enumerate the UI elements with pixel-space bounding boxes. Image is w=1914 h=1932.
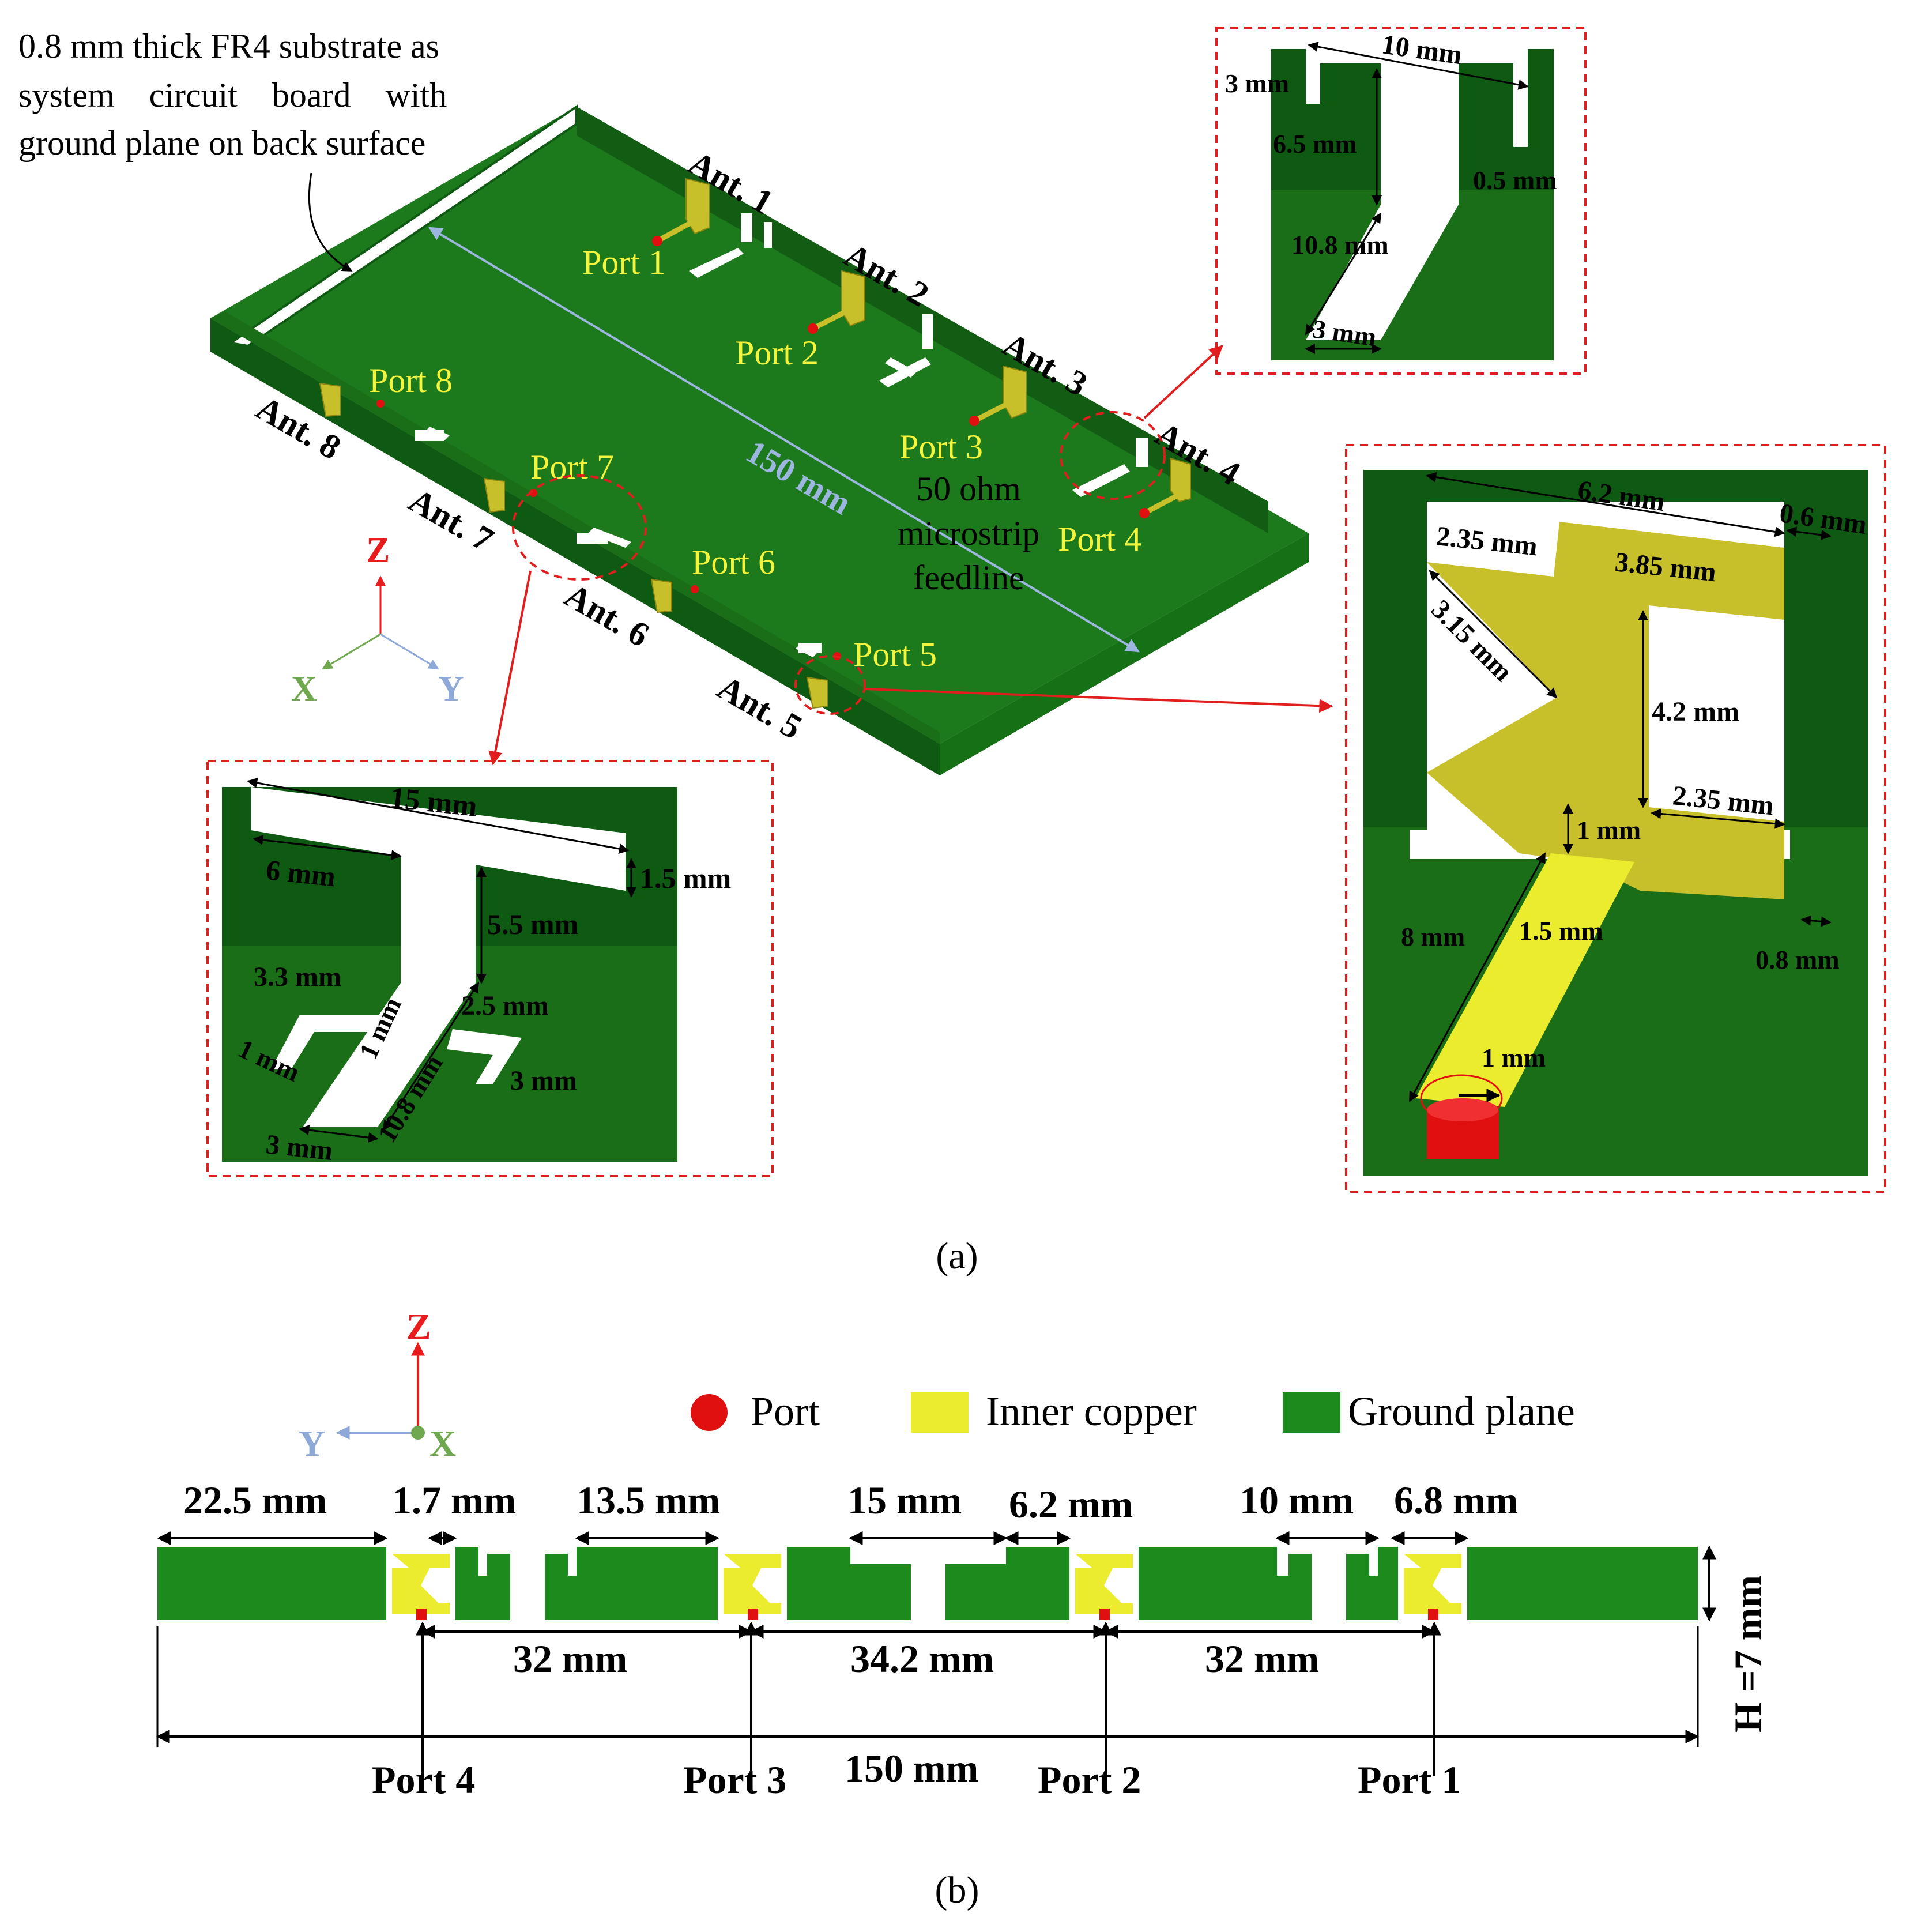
top-dimension-labels: 22.5 mm 1.7 mm 13.5 mm 15 mm 6.2 mm 10 m…: [183, 1478, 1518, 1526]
port-5-label: Port 5: [853, 635, 937, 673]
dim-1-7mm: 1.7 mm: [392, 1478, 516, 1522]
dim-15mm: 15 mm: [847, 1478, 962, 1522]
ant-5-element: [806, 676, 828, 709]
inset-right-dim-1mm-b: 1 mm: [1482, 1043, 1546, 1072]
inset-right-frame: [1345, 444, 1886, 1193]
caption-b: (b): [935, 1869, 979, 1911]
feedline-note-line-1: 50 ohm: [916, 470, 1021, 508]
dim-6-2mm: 6.2 mm: [1009, 1482, 1133, 1526]
inset-top: 10 mm 3 mm 6.5 mm 0.5 mm 10.8 mm 3 mm: [1215, 27, 1587, 375]
inset-left-dim-3mm-b: 3 mm: [265, 1129, 334, 1166]
legend-port-label: Port: [751, 1388, 820, 1434]
inset-left-dim-3-3mm: 3.3 mm: [254, 962, 341, 992]
inset-right: 6.2 mm 0.6 mm 2.35 mm 3.85 mm 3.15 mm 4.…: [1345, 444, 1886, 1193]
legend: Port Inner copper Ground plane: [691, 1388, 1575, 1434]
height-label: H =7 mm: [1726, 1575, 1770, 1733]
port-3-label: Port 3: [899, 428, 983, 466]
inset-left: 15 mm 6 mm 1.5 mm 5.5 mm 3.3 mm 2.5 mm 1…: [206, 760, 774, 1177]
axis-y-label-b: Y: [299, 1423, 325, 1464]
ant-4-element: [1170, 457, 1191, 503]
dim-10mm: 10 mm: [1239, 1478, 1354, 1522]
inset-right-dim-8mm: 8 mm: [1401, 922, 1465, 951]
spacing-port3-port2: 34.2 mm: [850, 1637, 994, 1681]
feedline-note-line-2: microstrip: [898, 514, 1040, 552]
port-2-label: Port 2: [735, 334, 819, 372]
inset-left-dim-5-5mm: 5.5 mm: [487, 908, 578, 940]
dim-13-5mm: 13.5 mm: [577, 1478, 720, 1522]
legend-ground-swatch: [1283, 1392, 1340, 1433]
axes-a: Z X Y: [291, 531, 464, 709]
inset-left-dim-3mm-a: 3 mm: [510, 1065, 577, 1096]
dim-22-5mm: 22.5 mm: [183, 1478, 327, 1522]
board-right-edge: [940, 533, 1309, 775]
inset-top-dim-3mm-a: 3 mm: [1225, 69, 1289, 98]
inset-left-dim-2-5mm: 2.5 mm: [461, 991, 549, 1021]
port-8-label: Port 8: [369, 361, 453, 400]
port-labels: Port 1 Port 2 Port 3 Port 4 Port 5 Port …: [369, 243, 1141, 673]
port-6-label: Port 6: [692, 543, 775, 581]
legend-copper-label: Inner copper: [986, 1388, 1197, 1434]
spacing-labels: 32 mm 34.2 mm 32 mm 150 mm H =7 mm: [513, 1575, 1770, 1790]
axis-z-label-b: Z: [406, 1306, 431, 1347]
substrate-note-line-1: 0.8 mm thick FR4 substrate as: [18, 27, 439, 65]
side-antennas: [386, 1547, 1467, 1620]
port-1-label-b: Port 1: [1358, 1758, 1461, 1802]
board-3d: 150 mm: [210, 104, 1309, 775]
port-3-label-b: Port 3: [683, 1758, 786, 1802]
spacing-port2-port1: 32 mm: [1205, 1637, 1319, 1681]
axis-z-label-a: Z: [366, 531, 390, 570]
total-length-label: 150 mm: [845, 1746, 978, 1790]
inset-left-frame: [206, 760, 774, 1177]
ant-3-element: [1003, 365, 1027, 419]
axes-b: Z Y X: [299, 1306, 456, 1464]
caption-a: (a): [936, 1235, 978, 1277]
substrate-note-line-3: ground plane on back surface: [18, 124, 425, 162]
axis-y-label-a: Y: [438, 669, 464, 709]
inset-top-dim-0-5mm: 0.5 mm: [1473, 165, 1557, 195]
inset-top-dim-10-8mm: 10.8 mm: [1291, 230, 1389, 259]
panel-a: 150 mm 0.8 mm thick FR4 substrate as sys…: [18, 27, 1886, 1277]
port-4-label-b: Port 4: [372, 1758, 475, 1802]
inset-right-dim-1mm-a: 1 mm: [1577, 815, 1641, 845]
port-2-label-b: Port 2: [1038, 1758, 1141, 1802]
legend-port-marker: [691, 1394, 728, 1431]
length-dimension-line: [428, 227, 1140, 653]
port-labels-b: Port 4 Port 3 Port 2 Port 1: [372, 1758, 1461, 1802]
substrate-note-line-2: system circuit board with: [18, 76, 447, 114]
inset-left-dim-1-5mm: 1.5 mm: [640, 862, 731, 894]
callouts: [488, 345, 1333, 766]
dim-6-8mm: 6.8 mm: [1394, 1478, 1518, 1522]
axis-x-label-b: X: [429, 1423, 456, 1464]
port-1-label: Port 1: [582, 243, 666, 281]
callout-circle-ant4: [1060, 411, 1166, 500]
inset-right-dim-1-5mm: 1.5 mm: [1519, 916, 1603, 946]
feedline-note-line-3: feedline: [913, 559, 1024, 597]
spacing-port4-port3: 32 mm: [513, 1637, 627, 1681]
legend-ground-label: Ground plane: [1348, 1388, 1575, 1434]
substrate-note-arrow: [308, 172, 353, 272]
inset-top-dim-6-5mm: 6.5 mm: [1273, 129, 1357, 159]
inset-top-frame: [1215, 27, 1587, 375]
port-4-label: Port 4: [1058, 520, 1141, 558]
feedline-note: 50 ohm microstrip feedline: [898, 470, 1040, 597]
board-side-view: [157, 1547, 1698, 1620]
legend-copper-swatch: [911, 1392, 969, 1433]
inset-right-dim-0-8mm: 0.8 mm: [1755, 945, 1840, 974]
ant-8-element: [319, 382, 341, 417]
inset-right-dim-4-2mm: 4.2 mm: [1652, 696, 1739, 727]
inset-left-dim-6mm: 6 mm: [265, 853, 337, 892]
port-7-label: Port 7: [530, 448, 614, 486]
side-slots: [478, 1547, 1378, 1620]
callout-circle-ant7: [512, 474, 647, 581]
panel-b: Z Y X Port Inner copper Ground plane: [156, 1306, 1770, 1911]
callout-circle-ant5: [794, 655, 866, 715]
spacing-dimensions: [156, 1545, 1716, 1776]
axis-x-label-a: X: [291, 669, 317, 709]
